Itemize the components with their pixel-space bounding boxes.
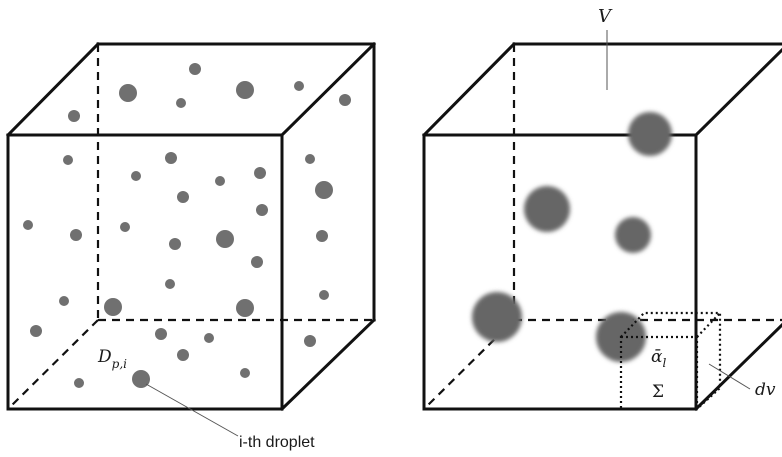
left-cube-edge-tl xyxy=(5,41,101,138)
left-cube-front-face xyxy=(6,133,284,411)
droplet xyxy=(236,81,254,99)
droplet xyxy=(131,171,141,181)
droplet xyxy=(215,176,225,186)
droplet xyxy=(165,152,177,164)
droplet-caption: i-th droplet xyxy=(239,434,315,451)
droplet xyxy=(339,94,351,106)
droplet xyxy=(104,298,122,316)
droplet xyxy=(74,378,84,388)
droplet xyxy=(30,325,42,337)
droplet xyxy=(68,110,80,122)
droplet xyxy=(319,290,329,300)
droplet xyxy=(165,279,175,289)
dv-label: dv xyxy=(755,380,776,400)
droplet xyxy=(294,81,304,91)
dv-edge-tr xyxy=(696,312,721,338)
droplet xyxy=(236,299,254,317)
droplet xyxy=(256,204,268,216)
blurred-droplet xyxy=(615,217,651,253)
i-th-droplet xyxy=(132,370,150,388)
sigma-label: Σ xyxy=(652,382,664,402)
left-cube-edge-br xyxy=(279,317,377,412)
droplet xyxy=(63,155,73,165)
droplet xyxy=(155,328,167,340)
droplet xyxy=(189,63,201,75)
droplet xyxy=(177,349,189,361)
droplet xyxy=(251,256,263,268)
droplet xyxy=(305,154,315,164)
right-cube-edge-tr xyxy=(693,47,782,138)
dv-front-face xyxy=(619,335,699,411)
droplet xyxy=(120,222,130,232)
right-droplets xyxy=(472,112,672,362)
alpha-label: ᾱl xyxy=(651,347,666,370)
blurred-droplet xyxy=(524,186,570,232)
droplet xyxy=(204,333,214,343)
droplet xyxy=(304,335,316,347)
droplet xyxy=(216,230,234,248)
droplet xyxy=(176,98,186,108)
volume-label: V xyxy=(598,6,613,27)
left-cube xyxy=(5,41,377,412)
droplet xyxy=(70,229,82,241)
droplet xyxy=(315,181,333,199)
right-cube-front-face xyxy=(422,133,698,411)
right-cube-edge-tl xyxy=(421,41,517,138)
droplet xyxy=(59,296,69,306)
left-cube-edge-tr xyxy=(279,41,377,138)
droplet xyxy=(240,368,250,378)
dv-leader-line xyxy=(708,363,751,390)
right-cube-edge-br xyxy=(693,322,782,412)
blurred-droplet xyxy=(628,112,672,156)
blurred-droplet xyxy=(472,292,522,342)
left-hidden-diagonal xyxy=(7,319,99,410)
droplet xyxy=(177,191,189,203)
control-volume-dv xyxy=(619,311,722,411)
droplet xyxy=(254,167,266,179)
droplet xyxy=(23,220,33,230)
droplet xyxy=(119,84,137,102)
left-cube-hidden-edges xyxy=(7,44,374,410)
right-cube xyxy=(421,41,782,412)
left-droplets xyxy=(23,63,351,388)
droplet-diameter-label: Dp,i xyxy=(97,347,127,371)
droplet xyxy=(169,238,181,250)
droplet-leader-line xyxy=(145,383,239,437)
droplet xyxy=(316,230,328,242)
